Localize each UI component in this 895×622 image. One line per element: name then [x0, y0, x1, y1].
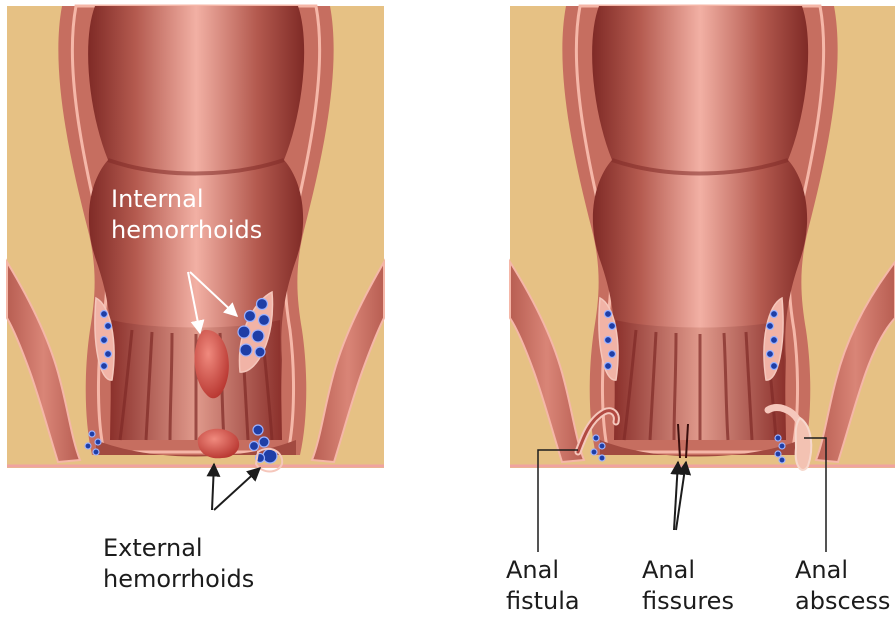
- anal-fissures-label-line2: fissures: [642, 586, 734, 617]
- fissures-pointer: [674, 462, 686, 530]
- internal-hemorrhoids-label: Internal hemorrhoids: [111, 184, 262, 246]
- right-panel-anatomy: [510, 6, 895, 552]
- anal-fistula-label: Anal fistula: [506, 555, 580, 617]
- external-hemorrhoids-label: External hemorrhoids: [103, 533, 254, 595]
- internal-hemorrhoids-label-line2: hemorrhoids: [111, 215, 262, 246]
- anal-abscess-label: Anal abscess: [795, 555, 890, 617]
- anal-abscess-label-line2: abscess: [795, 586, 890, 617]
- external-hemorrhoids-label-line2: hemorrhoids: [103, 564, 254, 595]
- external-hemorrhoids-label-line1: External: [103, 533, 254, 564]
- anal-abscess-label-line1: Anal: [795, 555, 890, 586]
- anal-fissures-label-line1: Anal: [642, 555, 734, 586]
- left-panel-anatomy: [7, 6, 384, 510]
- external-hemorrhoids-arrows: [212, 464, 260, 510]
- anal-fistula-label-line2: fistula: [506, 586, 580, 617]
- internal-hemorrhoids-label-line1: Internal: [111, 184, 262, 215]
- anal-fistula-label-line1: Anal: [506, 555, 580, 586]
- anal-fissures-label: Anal fissures: [642, 555, 734, 617]
